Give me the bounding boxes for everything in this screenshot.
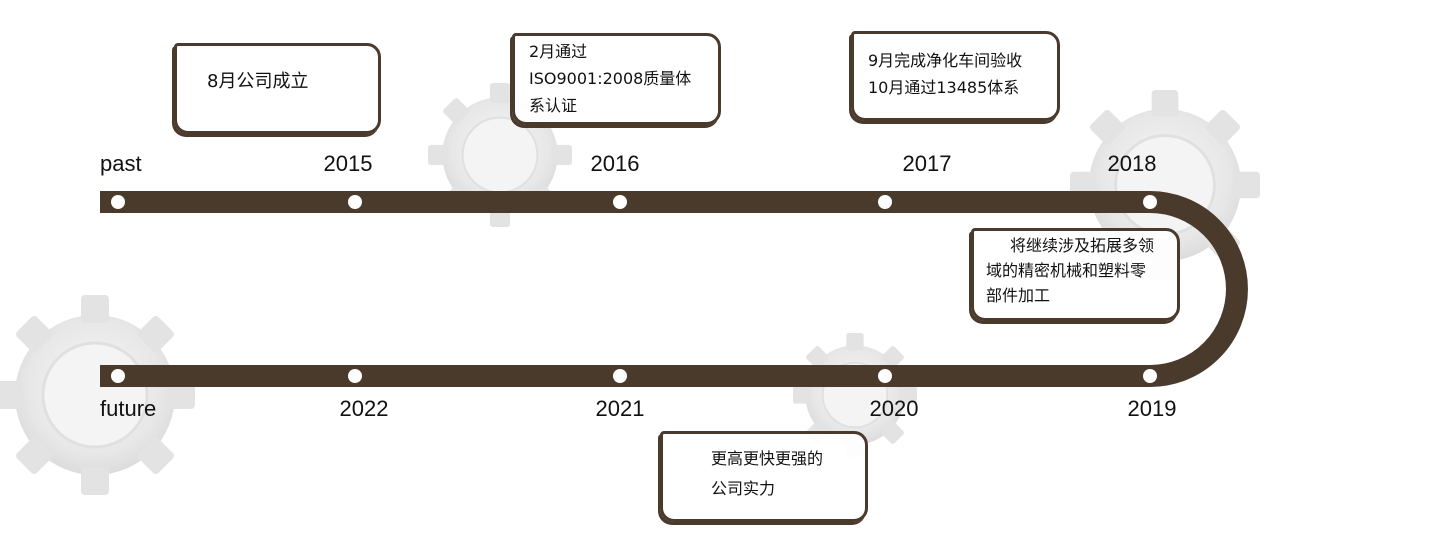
timeline-dot-2017 — [878, 195, 892, 209]
timeline-dot-future — [111, 369, 125, 383]
timeline-dot-2015 — [348, 195, 362, 209]
timeline-dot-2016 — [613, 195, 627, 209]
year-label-2015: 2015 — [323, 151, 373, 176]
milestone-note-2016: 2月通过 ISO9001:2008质量体 系认证 — [512, 33, 721, 125]
year-label-2018: 2018 — [1107, 151, 1157, 176]
year-label-2021: 2021 — [595, 396, 645, 421]
year-label-2019: 2019 — [1127, 396, 1177, 421]
milestone-note-2018: 将继续涉及拓展多领 域的精密机械和塑料零 部件加工 — [971, 228, 1180, 321]
milestone-note-2015: 8月公司成立 — [174, 43, 381, 134]
year-label-2017: 2017 — [902, 151, 952, 176]
timeline-start-label: past — [100, 151, 142, 176]
note-text: 8月公司成立 — [207, 71, 309, 92]
milestone-note-2020: 更高更快更强的 公司实力 — [660, 431, 868, 522]
note-text: 10月通过13485体系 — [868, 78, 1020, 97]
timeline-dot-2021 — [613, 369, 627, 383]
milestone-note-2017: 9月完成净化车间验收 10月通过13485体系 — [851, 31, 1060, 121]
timeline-end-label: future — [100, 396, 157, 421]
note-text: 9月完成净化车间验收 — [868, 51, 1023, 70]
timeline-dot-past — [111, 195, 125, 209]
note-text: 系认证 — [529, 96, 578, 115]
note-text: 更高更快更强的 — [711, 449, 824, 468]
timeline-dot-2019 — [1143, 369, 1157, 383]
note-text: 将继续涉及拓展多领 — [1010, 236, 1155, 255]
note-text: 部件加工 — [986, 286, 1051, 305]
timeline-dot-2022 — [348, 369, 362, 383]
year-label-2020: 2020 — [869, 396, 919, 421]
note-text: ISO9001:2008质量体 — [529, 69, 692, 88]
note-text: 公司实力 — [711, 479, 776, 498]
timeline-dot-2020 — [878, 369, 892, 383]
note-text: 域的精密机械和塑料零 — [986, 261, 1147, 280]
note-text: 2月通过 — [529, 42, 588, 61]
year-label-2016: 2016 — [590, 151, 640, 176]
gear-icon — [0, 295, 195, 495]
year-label-2022: 2022 — [339, 396, 389, 421]
timeline-dot-2018 — [1143, 195, 1157, 209]
timeline-path — [100, 191, 1248, 387]
